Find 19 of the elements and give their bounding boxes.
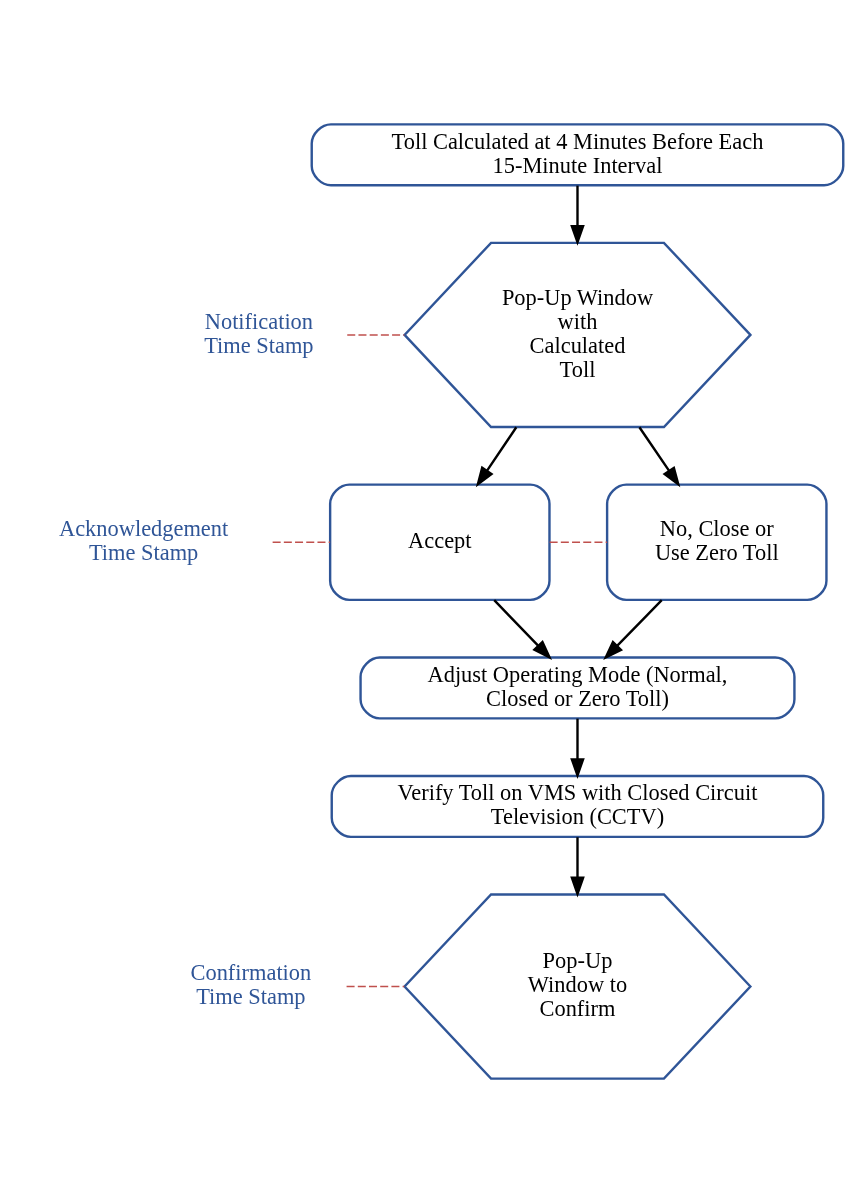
arrow [475, 426, 518, 488]
node-box: Accept [328, 483, 551, 602]
node-text: Confirmation Time Stamp [190, 960, 312, 1010]
node-box: Adjust Operating Mode (Normal, Closed or Zero Toll) [359, 656, 796, 720]
connector [346, 334, 406, 336]
node-box: Verify Toll on VMS with Closed Circuit Television (CCTV) [330, 774, 825, 839]
arrow [570, 837, 585, 898]
arrow [638, 426, 681, 488]
arrow [570, 718, 585, 779]
arrow [493, 599, 553, 661]
node-box: Toll Calculated at 4 Minutes Before Each 15-Minute Interval [310, 123, 845, 187]
node-text: Acknowledgement Time Stamp [59, 516, 229, 566]
node-text: Notification Time Stamp [204, 308, 314, 358]
node-box: No, Close or Use Zero Toll [605, 483, 828, 602]
connector [271, 541, 331, 544]
connector [548, 541, 608, 544]
arrow [570, 185, 585, 246]
arrow [603, 599, 663, 660]
connector [345, 985, 406, 988]
